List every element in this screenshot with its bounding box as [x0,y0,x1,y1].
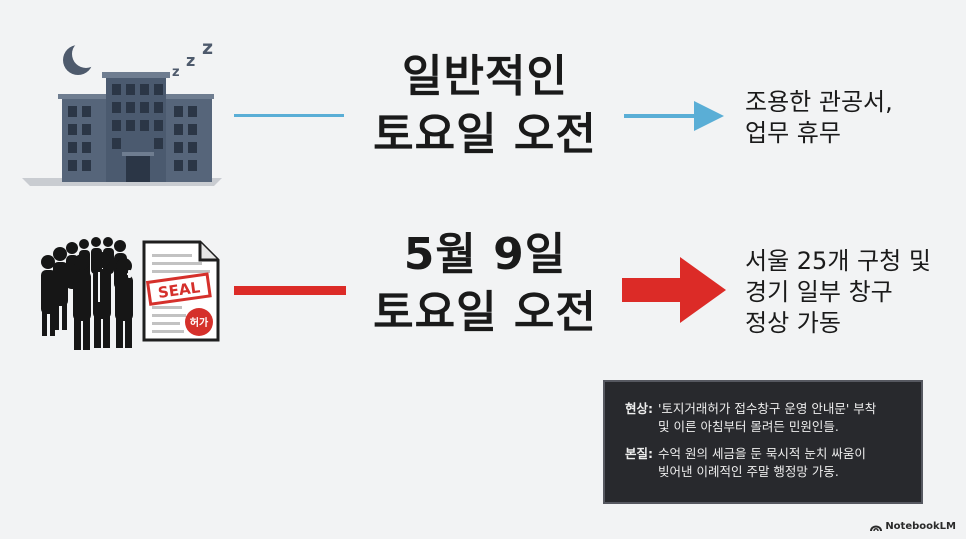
brand-text: NotebookLM [885,521,956,532]
svg-text:z: z [202,38,213,59]
approval-stamp [185,308,213,336]
crowd-icon [41,237,133,350]
seal-stamp: SEAL [145,272,212,306]
result-line-2: 업무 휴무 [745,119,841,147]
essence-label: 본질: [625,446,653,461]
result-may-9: 서울 25개 구청 및 경기 일부 창구 정상 가동 [745,246,960,339]
heading-line-1: 5월 9일 [403,229,567,280]
heading-line-1: 일반적인 [402,51,568,102]
result-line-1: 조용한 관공서, [745,88,893,116]
summary-infobox: 현상: '토지거래허가 접수창구 운영 안내문' 부착 및 이른 아침부터 몰려… [603,380,923,504]
result-line-1: 서울 25개 구청 및 [745,247,931,275]
heading-line-2: 토요일 오전 [373,109,597,160]
seal-text: SEAL [157,278,202,302]
document-icon: SEAL 허가 [142,240,220,342]
arrow-right-blue-icon [624,101,724,131]
sleep-zzz-icon: z z z [172,38,213,80]
moon-icon [63,40,100,75]
heading-line-2: 토요일 오전 [373,287,597,338]
essence-text: 수억 원의 세금을 둔 묵시적 눈치 싸움이 빚어낸 이례적인 주말 행정망 가… [658,446,866,479]
connector-line-red [234,286,346,295]
result-line-2: 경기 일부 창구 [745,278,893,306]
arrow-right-red-icon [622,257,726,323]
connector-line-blue [234,114,344,117]
svg-text:z: z [172,65,180,80]
phenomenon-row: 현상: '토지거래허가 접수창구 운영 안내문' 부착 및 이른 아침부터 몰려… [625,400,905,436]
sleeping-building-icon: z z z [22,38,222,186]
svg-text:z: z [186,51,195,70]
notebooklm-logo-icon [870,525,883,531]
phenomenon-text: '토지거래허가 접수창구 운영 안내문' 부착 및 이른 아침부터 몰려든 민원… [658,401,877,434]
essence-row: 본질: 수억 원의 세금을 둔 묵시적 눈치 싸움이 빚어낸 이례적인 주말 행… [625,445,905,481]
result-normal: 조용한 관공서, 업무 휴무 [745,87,960,149]
phenomenon-label: 현상: [625,401,653,416]
result-line-3: 정상 가동 [745,309,841,337]
heading-normal-saturday: 일반적인 토요일 오전 [340,48,630,164]
heading-may-9-saturday: 5월 9일 토요일 오전 [340,226,630,342]
notebooklm-watermark: NotebookLM [870,521,956,532]
approval-stamp-text: 허가 [190,316,209,329]
